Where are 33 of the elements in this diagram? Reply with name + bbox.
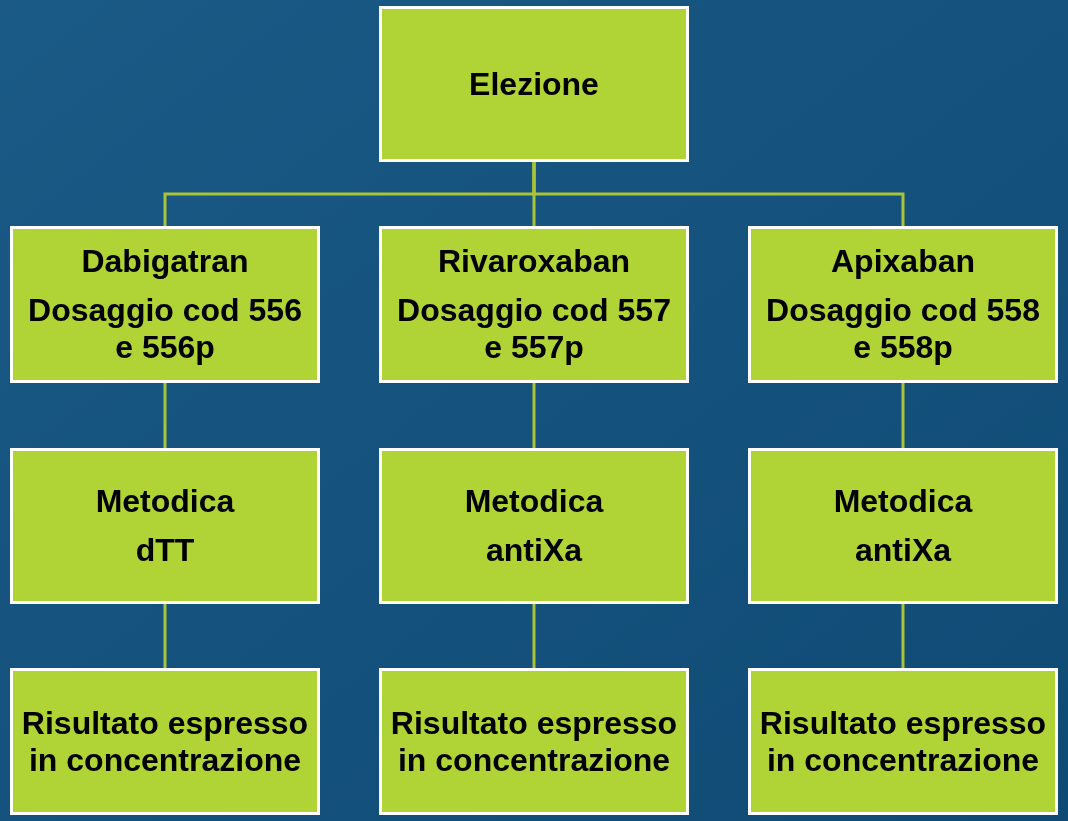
box-title: Risultato espresso in concentrazione <box>758 704 1048 779</box>
connector-line <box>163 383 167 448</box>
process-box <box>10 668 320 815</box>
box-title: Metodica <box>833 483 973 520</box>
process-box <box>379 668 689 815</box>
box-text: Dosaggio cod 557 e 557p <box>396 292 672 366</box>
box-title: Apixaban <box>831 243 975 281</box>
box-title: Risultato espresso in concentrazione <box>389 704 679 779</box>
box-title: Metodica <box>464 483 604 520</box>
box-text: antiXa <box>855 532 951 569</box>
process-box <box>748 668 1058 815</box>
box-text: Dosaggio cod 556 e 556p <box>27 292 303 366</box>
process-box <box>10 448 320 604</box>
box-title: Risultato espresso in concentrazione <box>20 704 310 779</box>
process-box <box>379 6 689 162</box>
box-text: Dosaggio cod 558 e 558p <box>765 292 1041 366</box>
box-title: Rivaroxaban <box>437 243 631 281</box>
box-title: Metodica <box>95 483 235 520</box>
box-title: Dabigatran <box>81 243 249 281</box>
connector-line <box>532 604 536 668</box>
box-text: antiXa <box>486 532 582 569</box>
process-box <box>748 448 1058 604</box>
process-box <box>379 226 689 383</box>
connector-line <box>901 383 905 448</box>
connector-line <box>532 383 536 448</box>
process-box <box>748 226 1058 383</box>
process-box <box>379 448 689 604</box>
box-text: dTT <box>135 532 195 569</box>
box-title: Elezione <box>469 65 599 103</box>
connector-line <box>163 604 167 668</box>
connector-line <box>901 604 905 668</box>
connector-line <box>532 162 905 226</box>
process-box <box>10 226 320 383</box>
